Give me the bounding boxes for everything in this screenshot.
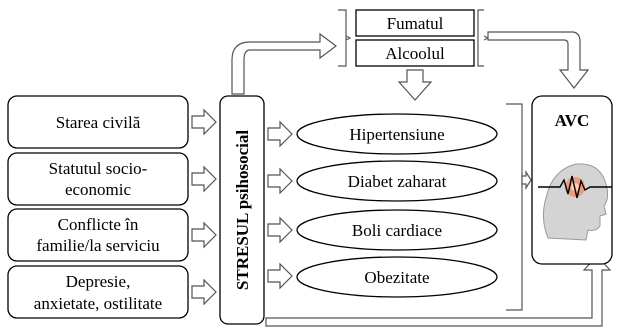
bracket-right	[477, 9, 484, 67]
avc-label: AVC	[555, 111, 590, 130]
behavior-box-smoking: Fumatul	[355, 9, 475, 37]
factor-box-socio-economic: Statutul socio- economic	[7, 152, 189, 206]
arrow-behaviors-to-conditions	[397, 69, 433, 101]
arrow-factor-3	[191, 221, 217, 249]
factor-label-line1: Depresie,	[66, 272, 131, 291]
factor-box-civil-status: Starea civilă	[7, 95, 189, 149]
arrow-stress-to-condition-4	[267, 262, 293, 290]
arrow-stress-to-behaviors	[231, 32, 337, 95]
stress-label: STRESUL psihosocial	[233, 130, 252, 290]
factor-box-conflicts: Conflicte în familie/la serviciu	[7, 208, 189, 262]
factor-label-line2: anxietate, ostilitate	[34, 294, 162, 313]
condition-label: Diabet zaharat	[348, 172, 447, 191]
condition-hypertension: Hipertensiune	[296, 113, 498, 155]
bracket-left-tick	[345, 35, 352, 41]
factor-label-line1: Conflicte în	[58, 215, 139, 234]
arrow-factor-2	[191, 165, 217, 193]
arrow-factor-4	[191, 278, 217, 306]
factor-label-line2: familie/la serviciu	[36, 236, 160, 255]
condition-obesity: Obezitate	[296, 256, 498, 298]
avc-box: AVC	[531, 95, 613, 265]
brain-head-icon	[538, 163, 612, 241]
condition-label: Boli cardiace	[352, 221, 442, 240]
arrow-stress-to-condition-1	[267, 120, 293, 148]
factor-box-depression: Depresie, anxietate, ostilitate	[7, 265, 189, 319]
conditions-bracket	[506, 103, 523, 311]
condition-label: Hipertensiune	[349, 125, 444, 144]
factor-label-line1: Statutul socio-	[49, 159, 148, 178]
arrow-stress-to-condition-2	[267, 167, 293, 195]
condition-heart-disease: Boli cardiace	[296, 209, 498, 251]
arrow-conditions-to-avc	[521, 169, 532, 191]
factor-label-line2: economic	[65, 180, 132, 199]
condition-diabetes: Diabet zaharat	[296, 160, 498, 202]
stress-box: STRESUL psihosocial	[219, 95, 265, 325]
arrow-factor-1	[191, 108, 217, 136]
behavior-box-alcohol: Alcoolul	[355, 39, 475, 67]
factor-label: Starea civilă	[56, 113, 141, 132]
bracket-left	[338, 9, 347, 67]
behavior-label: Alcoolul	[385, 44, 445, 63]
behavior-label: Fumatul	[387, 14, 444, 33]
arrow-behaviors-to-avc	[487, 31, 590, 89]
arrow-stress-to-condition-3	[267, 216, 293, 244]
condition-label: Obezitate	[364, 268, 429, 287]
